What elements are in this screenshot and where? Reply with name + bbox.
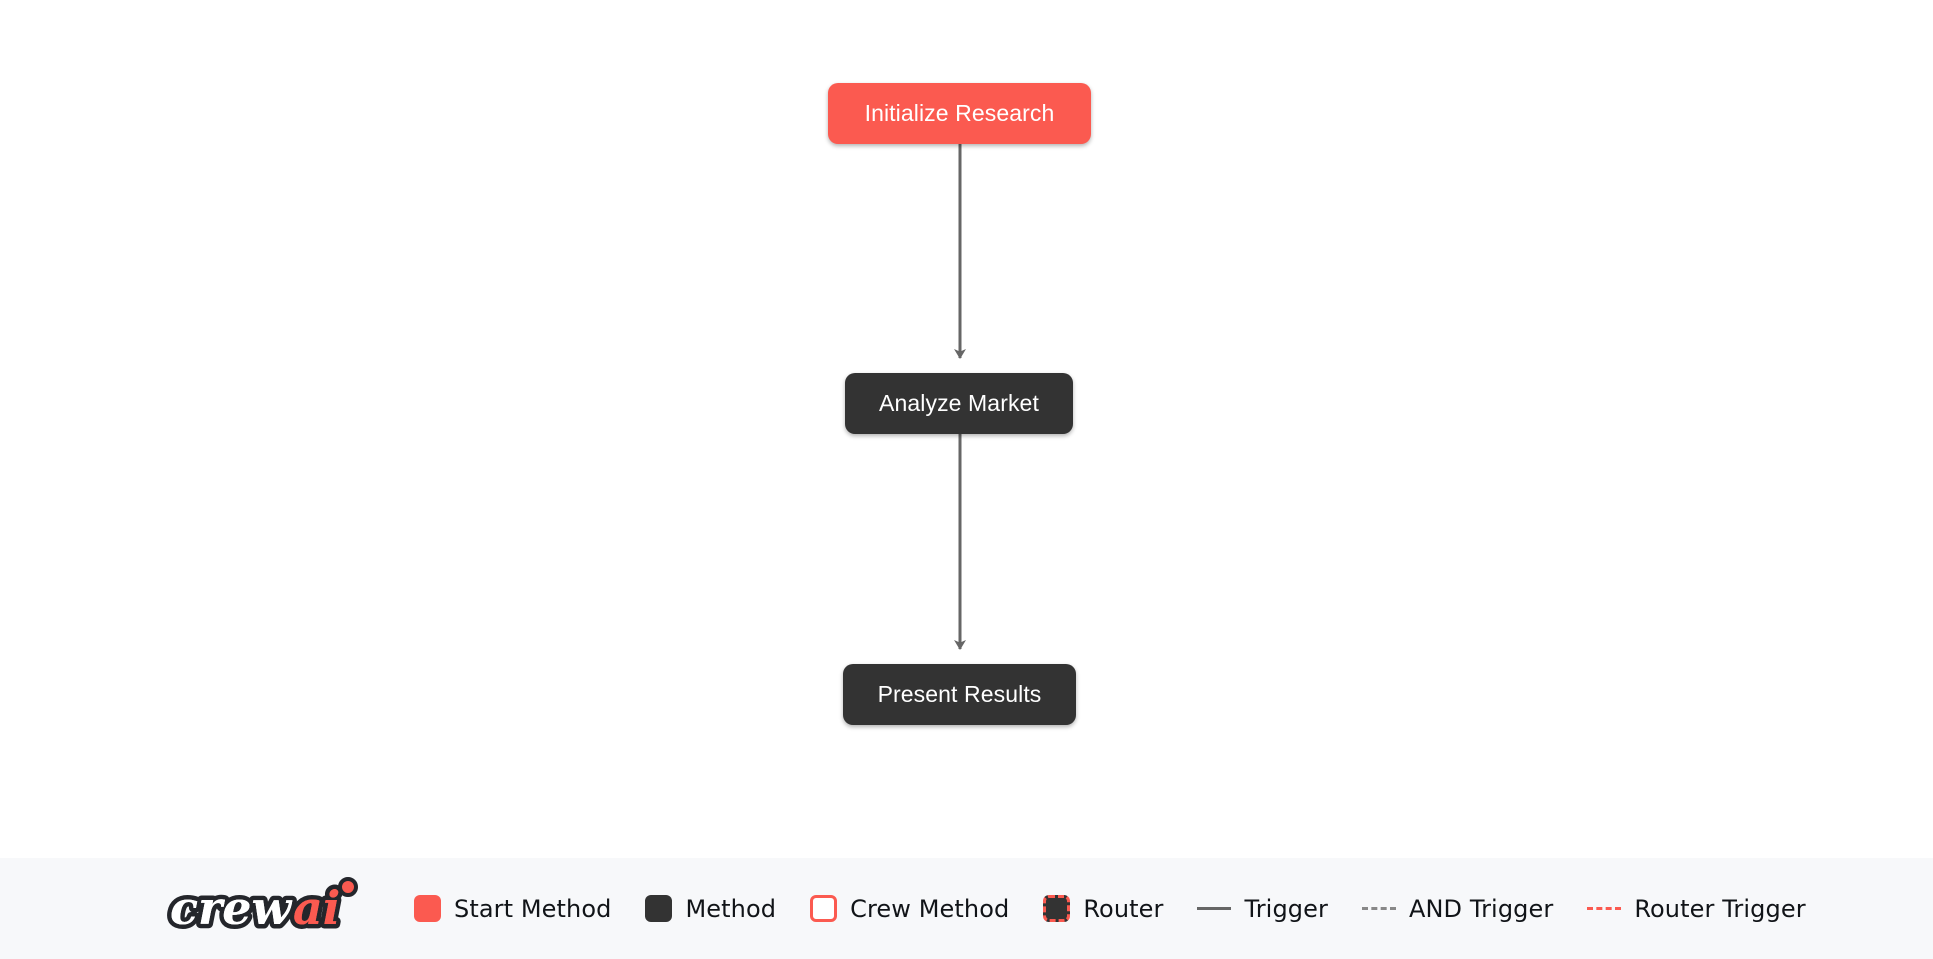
legend-item-label: Start Method [454,894,612,923]
crew-method-swatch-icon [810,895,838,922]
flow-node-label: Analyze Market [879,390,1039,416]
legend-item-start-method: Start Method [414,895,611,923]
router-swatch-icon [1043,895,1071,922]
legend-item-label: Method [685,894,777,923]
crewai-logo: crew crew ai ai [164,876,392,941]
legend-item-and-trigger: AND Trigger [1361,894,1554,923]
trigger-line-icon [1197,907,1232,910]
method-swatch-icon [645,895,673,922]
legend-item-trigger: Trigger [1197,894,1328,923]
legend-item-label: Router [1083,894,1164,923]
svg-text:ai: ai [293,881,340,935]
router-trigger-line-icon [1587,907,1622,910]
svg-text:crew: crew [170,881,293,935]
flow-node-label: Present Results [877,681,1042,707]
legend-item-crew-method: Crew Method [810,895,1009,923]
svg-text:crew: crew [170,881,293,935]
legend-item-router-trigger: Router Trigger [1587,894,1806,923]
legend-item-label: Crew Method [850,894,1010,923]
legend-item-method: Method [645,895,776,923]
svg-text:ai: ai [293,881,340,935]
and-trigger-line-icon [1361,907,1396,910]
legend-bar: crew crew ai ai Start Method Method Crew… [0,858,1933,959]
flow-node-label: Initialize Research [864,100,1055,126]
legend-item-label: Trigger [1244,894,1328,923]
legend-item-label: AND Trigger [1408,894,1554,923]
start-method-swatch-icon [414,895,441,922]
flow-node-initialize-research[interactable]: Initialize Research [828,83,1091,144]
legend-item-label: Router Trigger [1634,894,1806,923]
legend-item-router: Router [1043,895,1163,923]
flow-node-analyze-market[interactable]: Analyze Market [845,373,1073,434]
flow-canvas[interactable]: Initialize Research Analyze Market Prese… [0,0,1933,858]
flow-node-present-results[interactable]: Present Results [843,664,1076,725]
